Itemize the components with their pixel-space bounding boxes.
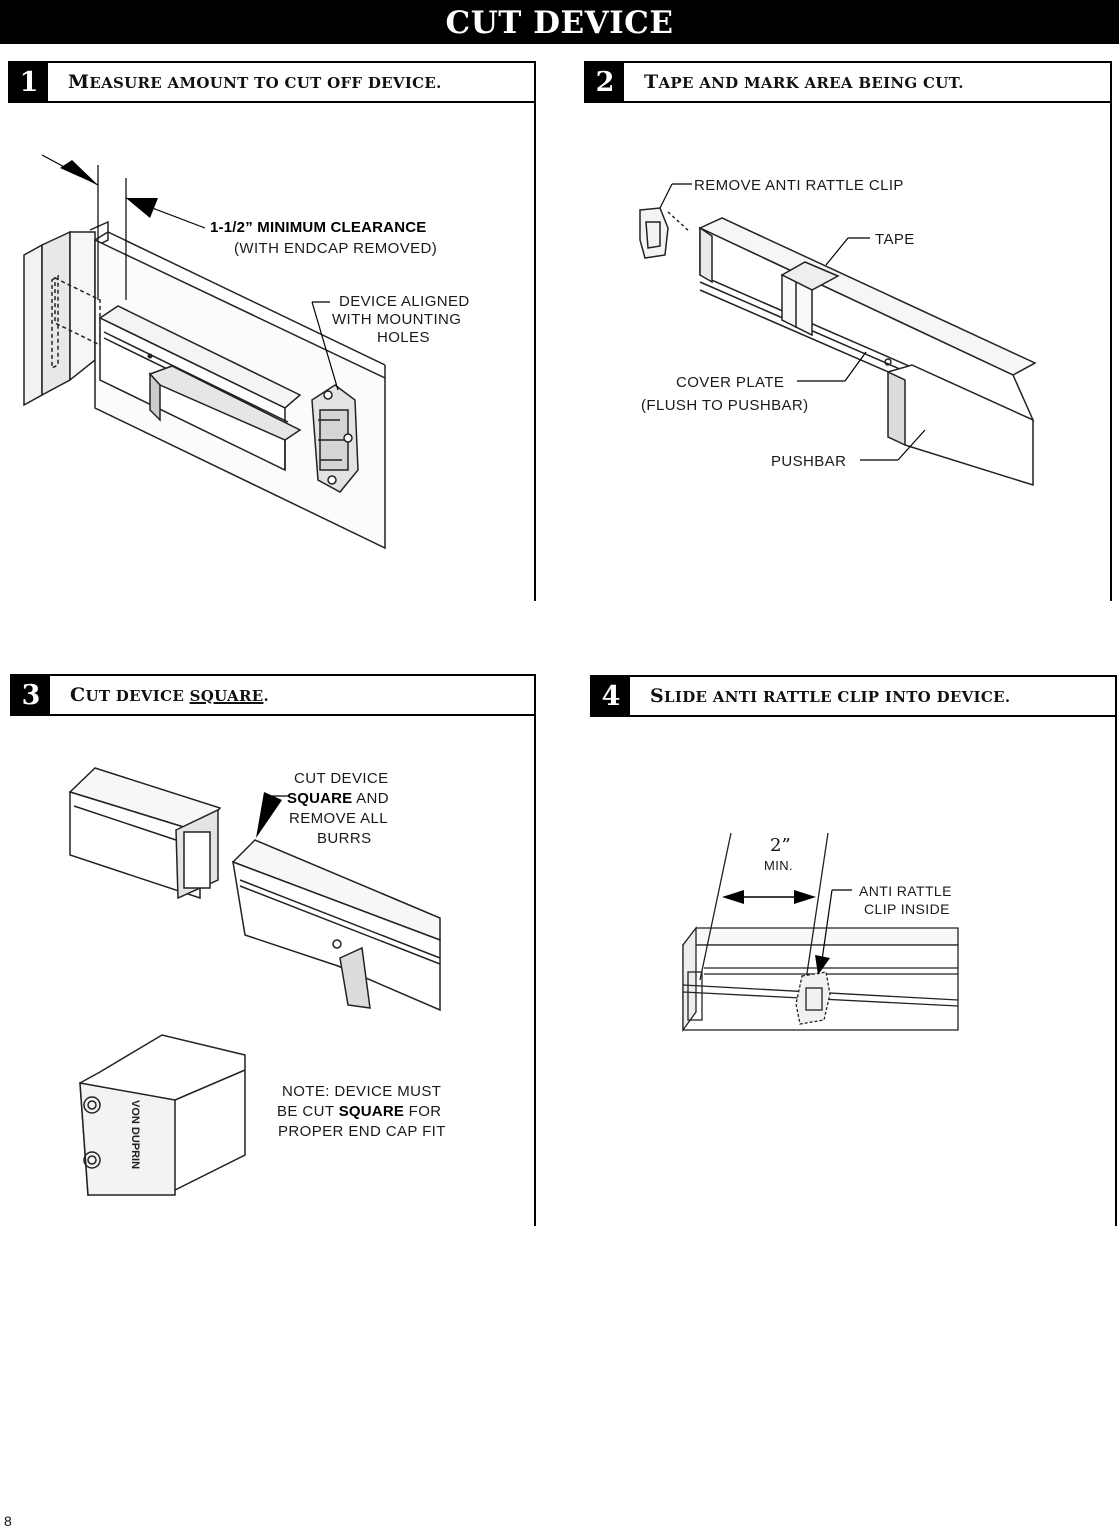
page-title: CUT DEVICE	[445, 5, 674, 41]
cover-plate-label: COVER PLATE	[676, 374, 784, 391]
clip-label-1: ANTI RATTLE	[859, 883, 952, 899]
step-3-header: 3 CUT DEVICE SQUARE.	[10, 674, 536, 716]
step-2-header: 2 TAPE AND MARK AREA BEING CUT.	[584, 61, 1112, 103]
step-4-header: 4 SLIDE ANTI RATTLE CLIP INTO DEVICE.	[590, 675, 1117, 717]
step-4-divider	[1115, 675, 1117, 1226]
remove-clip-label: REMOVE ANTI RATTLE CLIP	[694, 177, 904, 194]
aligned-label-1: DEVICE ALIGNED	[339, 293, 470, 310]
step-4-number: 4	[592, 677, 630, 715]
note-line-3: PROPER END CAP FIT	[278, 1123, 446, 1140]
dimension-label: 2”	[770, 835, 791, 856]
aligned-label-3: HOLES	[377, 329, 430, 346]
step-3-number: 3	[12, 676, 50, 714]
step-3-divider	[534, 674, 536, 1226]
step-1-panel: 1 MEASURE AMOUNT TO CUT OFF DEVICE.	[8, 61, 536, 601]
clearance-label: 1-1/2” MINIMUM CLEARANCE	[210, 219, 426, 236]
step-1-header: 1 MEASURE AMOUNT TO CUT OFF DEVICE.	[8, 61, 536, 103]
step-4-panel: 4 SLIDE ANTI RATTLE CLIP INTO DEVICE.	[590, 675, 1117, 1226]
step-2-divider	[1110, 61, 1112, 601]
page-number: 8	[4, 1513, 12, 1529]
dimension-unit: MIN.	[764, 858, 793, 873]
step-1-title: MEASURE AMOUNT TO CUT OFF DEVICE.	[68, 71, 442, 93]
step-2-number: 2	[586, 63, 624, 101]
pushbar-label: PUSHBAR	[771, 453, 846, 470]
cut-label-4: BURRS	[317, 830, 372, 847]
brand-label: VON DUPRIN	[129, 1100, 141, 1169]
clip-label-2: CLIP INSIDE	[864, 901, 950, 917]
step-3-title: CUT DEVICE SQUARE.	[70, 684, 269, 706]
aligned-label-2: WITH MOUNTING	[332, 311, 461, 328]
step-3-panel: 3 CUT DEVICE SQUARE.	[10, 674, 536, 1226]
page-banner: CUT DEVICE	[0, 0, 1119, 44]
step-2-panel: 2 TAPE AND MARK AREA BEING CUT.	[584, 61, 1112, 601]
step-1-number: 1	[10, 63, 48, 101]
cover-plate-note: (FLUSH TO PUSHBAR)	[641, 397, 809, 414]
step-2-title: TAPE AND MARK AREA BEING CUT.	[644, 71, 964, 93]
step-4-title: SLIDE ANTI RATTLE CLIP INTO DEVICE.	[650, 685, 1011, 707]
tape-label: TAPE	[875, 231, 915, 248]
cut-label-2: SQUARE AND	[287, 790, 389, 807]
step-1-divider	[534, 61, 536, 601]
cut-label-3: REMOVE ALL	[289, 810, 388, 827]
note-line-1: NOTE: DEVICE MUST	[282, 1083, 441, 1100]
note-line-2: BE CUT SQUARE FOR	[277, 1103, 442, 1120]
cut-label-1: CUT DEVICE	[294, 770, 389, 787]
clearance-note: (WITH ENDCAP REMOVED)	[234, 240, 437, 257]
